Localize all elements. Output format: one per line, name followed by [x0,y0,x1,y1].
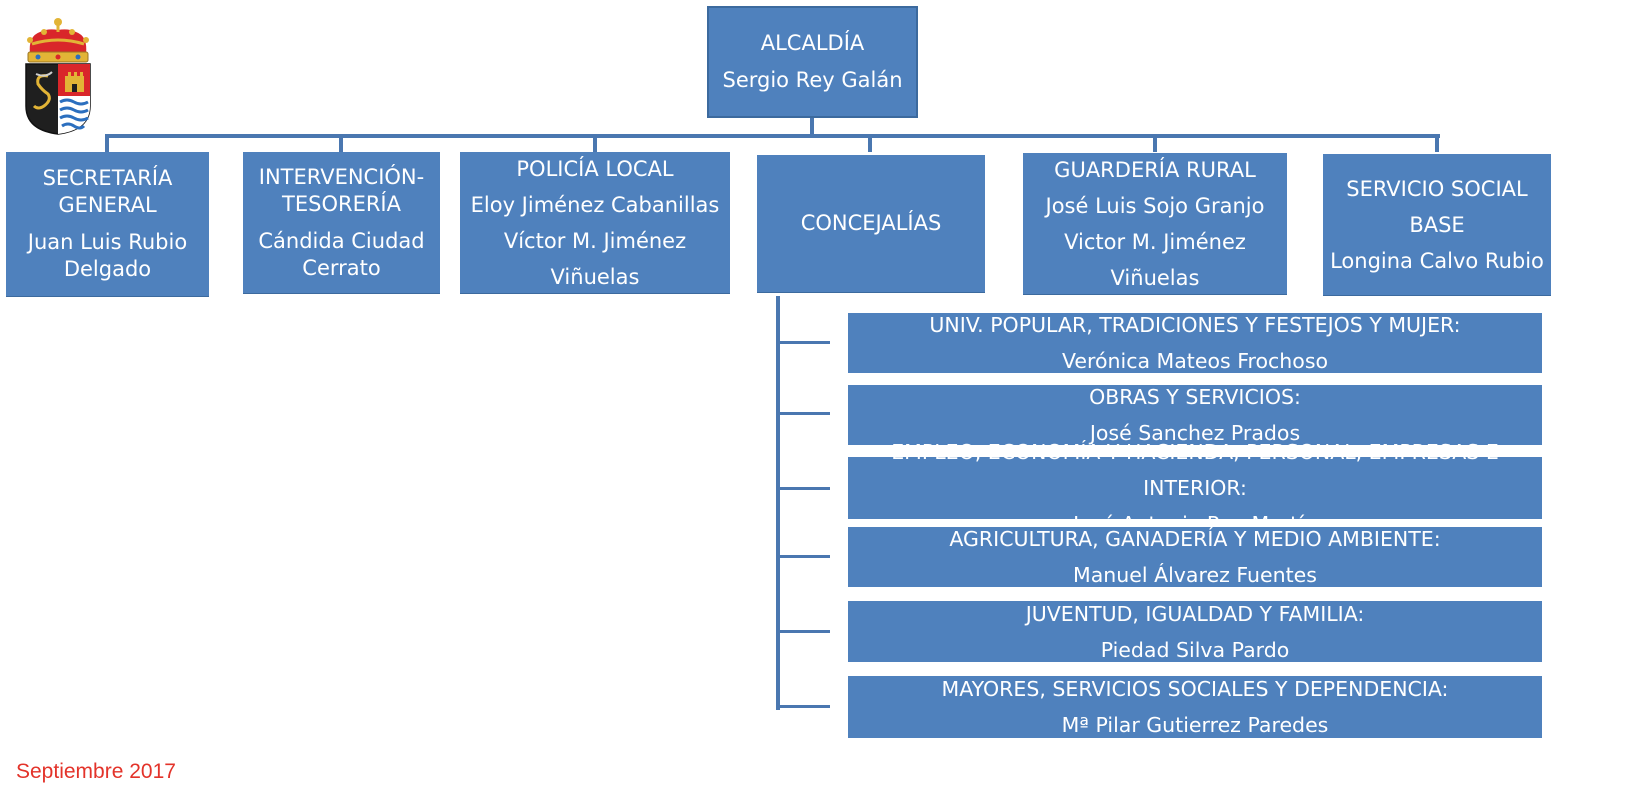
secretaria-title-line2: GENERAL [58,193,157,217]
concejalias-box: CONCEJALÍAS [757,155,985,293]
alcaldia-name: Sergio Rey Galán [722,68,903,92]
connector-sub-4 [776,555,830,558]
secretaria-name-line2: Delgado [63,257,152,281]
concejalia-person: José Sanchez Prados [1089,421,1301,445]
secretaria-box: SECRETARÍA GENERAL Juan Luis Rubio Delga… [6,152,209,297]
connector-drop-5 [1153,134,1157,152]
concejalia-item: MAYORES, SERVICIOS SOCIALES Y DEPENDENCI… [848,676,1542,738]
coat-of-arms-logo [25,18,91,135]
guarderia-person-2: Victor M. Jiménez Viñuelas [1064,229,1246,290]
crown-icon [27,18,89,63]
concejalia-area: UNIV. POPULAR, TRADICIONES Y FESTEJOS Y … [929,313,1461,337]
connector-drop-2 [339,134,343,152]
alcaldia-title: ALCALDÍA [760,31,865,55]
concejalia-area: AGRICULTURA, GANADERÍA Y MEDIO AMBIENTE: [949,527,1441,551]
concejalias-title: CONCEJALÍAS [800,211,942,235]
concejalia-item: AGRICULTURA, GANADERÍA Y MEDIO AMBIENTE:… [848,527,1542,587]
secretaria-title-line1: SECRETARÍA [42,166,173,190]
concejalia-area: JUVENTUD, IGUALDAD Y FAMILIA: [1025,601,1365,626]
servicio-social-box: SERVICIO SOCIAL BASE Longina Calvo Rubio [1323,154,1551,296]
concejalia-person: Manuel Álvarez Fuentes [1073,563,1317,587]
connector-sub-3 [776,487,830,490]
connector-sub-2 [776,412,830,415]
connector-alcaldia-down [810,116,814,136]
connector-sub-5 [776,630,830,633]
guarderia-title: GUARDERÍA RURAL [1054,157,1256,182]
intervencion-name-line1: Cándida Ciudad [258,228,425,253]
intervencion-name-line2: Cerrato [302,255,381,280]
intervencion-title-line2: TESORERÍA [282,191,401,216]
connector-concejalias-vertical [776,296,780,710]
intervencion-box: INTERVENCIÓN- TESORERÍA Cándida Ciudad C… [243,152,440,294]
connector-drop-3 [593,134,597,152]
alcaldia-box: ALCALDÍA Sergio Rey Galán [707,6,918,118]
connector-horizontal-main [105,134,1440,138]
guarderia-person-1: José Luis Sojo Granjo [1045,193,1265,218]
concejalia-item: OBRAS Y SERVICIOS: José Sanchez Prados [848,385,1542,445]
servicio-social-title: SERVICIO SOCIAL BASE [1346,176,1528,237]
concejalia-item: JUVENTUD, IGUALDAD Y FAMILIA: Piedad Sil… [848,601,1542,662]
intervencion-title-line1: INTERVENCIÓN- [258,164,425,189]
concejalia-area: OBRAS Y SERVICIOS: [1089,385,1301,409]
footer-date: Septiembre 2017 [16,760,176,783]
connector-drop-4 [868,134,872,152]
concejalia-area: MAYORES, SERVICIOS SOCIALES Y DEPENDENCI… [941,677,1449,701]
policia-person-1: Eloy Jiménez Cabanillas [470,192,720,217]
concejalia-item: EMPLEO, ECONOMÍA Y HACIENDA, PERSONAL, E… [848,440,1542,536]
policia-local-box: POLICÍA LOCAL Eloy Jiménez Cabanillas Ví… [460,152,730,294]
servicio-social-person-1: Longina Calvo Rubio [1330,248,1544,273]
shield-icon [25,63,91,135]
concejalia-person: Verónica Mateos Frochoso [1061,349,1329,373]
connector-sub-1 [776,341,830,344]
concejalia-item: UNIV. POPULAR, TRADICIONES Y FESTEJOS Y … [848,313,1542,373]
concejalia-person: Piedad Silva Pardo [1100,637,1290,662]
guarderia-rural-box: GUARDERÍA RURAL José Luis Sojo Granjo Vi… [1023,153,1287,295]
concejalia-person: Mª Pilar Gutierrez Paredes [1061,713,1329,737]
connector-sub-6 [776,705,830,708]
policia-title: POLICÍA LOCAL [516,156,674,181]
policia-person-2: Víctor M. Jiménez Viñuelas [503,228,687,289]
concejalia-area: EMPLEO, ECONOMÍA Y HACIENDA, PERSONAL, E… [891,440,1499,500]
connector-drop-1 [105,134,109,152]
connector-drop-6 [1435,134,1439,152]
secretaria-name-line1: Juan Luis Rubio [27,230,188,254]
